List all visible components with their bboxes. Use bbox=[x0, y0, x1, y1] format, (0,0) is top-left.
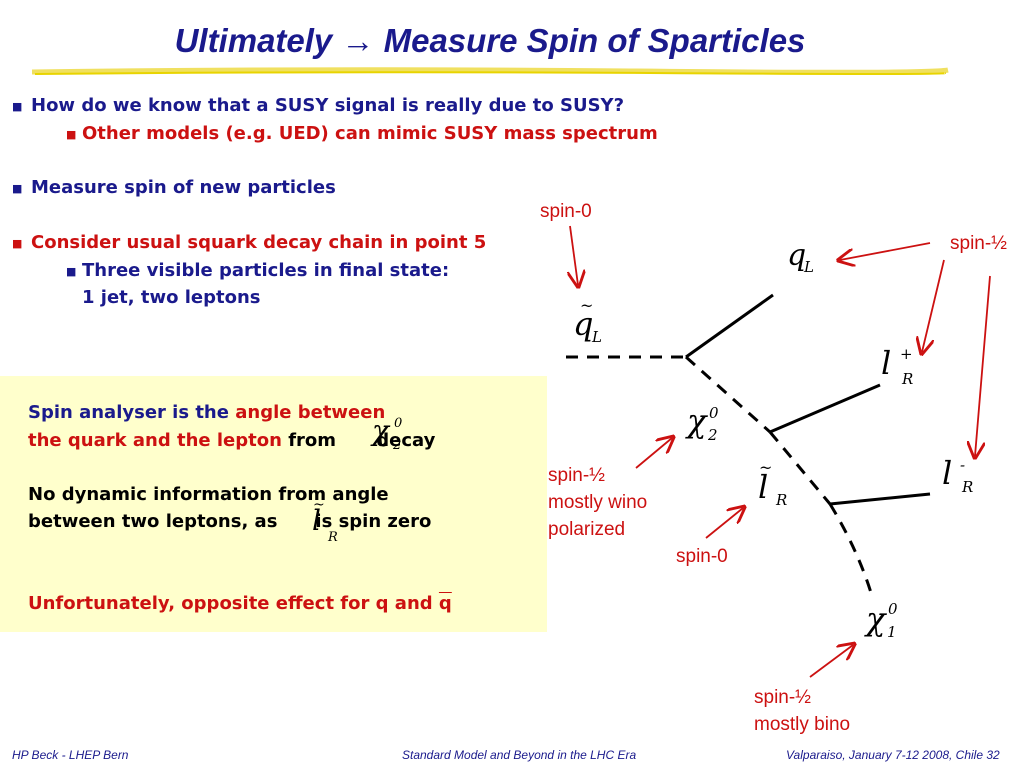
label-bino-mostly: mostly bino bbox=[754, 714, 851, 735]
label-spin-half: spin-½ bbox=[950, 233, 1008, 254]
arrow-spin-half-lepton-minus bbox=[975, 275, 991, 456]
footer-conference: Standard Model and Beyond in the LHC Era bbox=[402, 748, 637, 762]
label-arrows bbox=[570, 225, 991, 678]
neutralino1-sub: 1 bbox=[887, 623, 897, 641]
quark-sub: L bbox=[804, 258, 814, 276]
neutralino1-line bbox=[828, 503, 874, 597]
box-neutralino2-sub: 2 bbox=[393, 438, 402, 453]
title-underline bbox=[31, 67, 949, 75]
label-spin0-squark: spin-0 bbox=[540, 201, 592, 222]
neutralino1-sup: 0 bbox=[888, 600, 898, 618]
footer-location-page: Valparaiso, January 7-12 2008, Chile 32 bbox=[786, 748, 1000, 762]
bullet-decay-chain: Consider usual squark decay chain in poi… bbox=[31, 232, 487, 253]
label-wino-spin: spin-½ bbox=[548, 465, 606, 486]
footer-author: HP Beck - LHEP Bern bbox=[12, 748, 129, 762]
arrow-spin0-squark bbox=[570, 225, 578, 285]
arrow-wino bbox=[635, 438, 672, 469]
quark-line bbox=[685, 293, 774, 359]
neutralino2-symbol: χ bbox=[687, 402, 707, 440]
neutralino2-sup: 0 bbox=[709, 404, 719, 422]
box-slepton-sub: R bbox=[328, 530, 338, 545]
slepton-sub: R bbox=[776, 491, 788, 509]
arrow-spin0-slepton bbox=[705, 508, 743, 539]
label-bino-spin: spin-½ bbox=[754, 687, 812, 708]
squark-sub: L bbox=[592, 328, 602, 346]
bullet-final-state-line2: 1 jet, two leptons bbox=[82, 287, 261, 308]
neutralino2-sub: 2 bbox=[708, 426, 718, 444]
bullet-marker: ■ bbox=[66, 265, 77, 278]
label-wino-polarized: polarized bbox=[548, 519, 626, 540]
lepton-plus-sup: + bbox=[900, 345, 913, 363]
lepton-minus-sub: R bbox=[962, 478, 974, 496]
box-line-3: No dynamic information from angle bbox=[28, 484, 389, 505]
feynman-lines bbox=[566, 293, 931, 597]
squark-symbol: q bbox=[573, 305, 594, 343]
bullet-measure-spin: Measure spin of new particles bbox=[31, 177, 336, 198]
box-slepton-symbol: l bbox=[312, 504, 321, 537]
box-line-5: Unfortunately, opposite effect for q and… bbox=[28, 593, 452, 614]
bullet-marker: ■ bbox=[66, 128, 77, 141]
quark-symbol: q bbox=[787, 238, 807, 273]
bullet-final-state: Three visible particles in final state: bbox=[82, 260, 450, 281]
bullet-marker: ■ bbox=[12, 100, 23, 113]
lepton-minus-line bbox=[829, 492, 931, 506]
antiquark: q bbox=[438, 593, 452, 614]
bullet-susy-signal: How do we know that a SUSY signal is rea… bbox=[31, 95, 625, 116]
box-line-1: Spin analyser is the angle between bbox=[28, 402, 386, 423]
slide-title: Ultimately → Measure Spin of Sparticles bbox=[174, 22, 806, 59]
slepton-line bbox=[768, 431, 832, 505]
lepton-plus-symbol: l bbox=[881, 344, 892, 382]
lepton-minus-symbol: l bbox=[942, 454, 953, 492]
bullet-ued: Other models (e.g. UED) can mimic SUSY m… bbox=[82, 123, 658, 144]
neutralino1-symbol: χ bbox=[866, 600, 886, 638]
lepton-plus-line bbox=[769, 383, 881, 434]
box-slepton-tilde: ~ bbox=[313, 497, 325, 513]
lepton-plus-sub: R bbox=[902, 370, 914, 388]
slepton-tilde: ~ bbox=[759, 458, 773, 477]
arrow-bino bbox=[809, 645, 853, 678]
box-line-2: the quark and the lepton from decay bbox=[28, 430, 436, 451]
slepton-symbol: l bbox=[758, 468, 769, 506]
bullet-marker: ■ bbox=[12, 237, 23, 250]
lepton-minus-sup: - bbox=[960, 456, 966, 474]
neutralino2-line bbox=[685, 355, 771, 434]
arrow-spin-half-quark bbox=[840, 242, 931, 260]
label-wino-mostly: mostly wino bbox=[548, 492, 648, 513]
box-neutralino2-symbol: χ bbox=[372, 414, 389, 447]
box-neutralino2-sup: 0 bbox=[394, 416, 403, 431]
label-spin0-slepton: spin-0 bbox=[676, 546, 728, 567]
squark-tilde: ~ bbox=[580, 296, 594, 315]
spin-analyser-box bbox=[0, 376, 547, 632]
arrow-spin-half-lepton-plus bbox=[922, 259, 945, 352]
bullet-marker: ■ bbox=[12, 182, 23, 195]
